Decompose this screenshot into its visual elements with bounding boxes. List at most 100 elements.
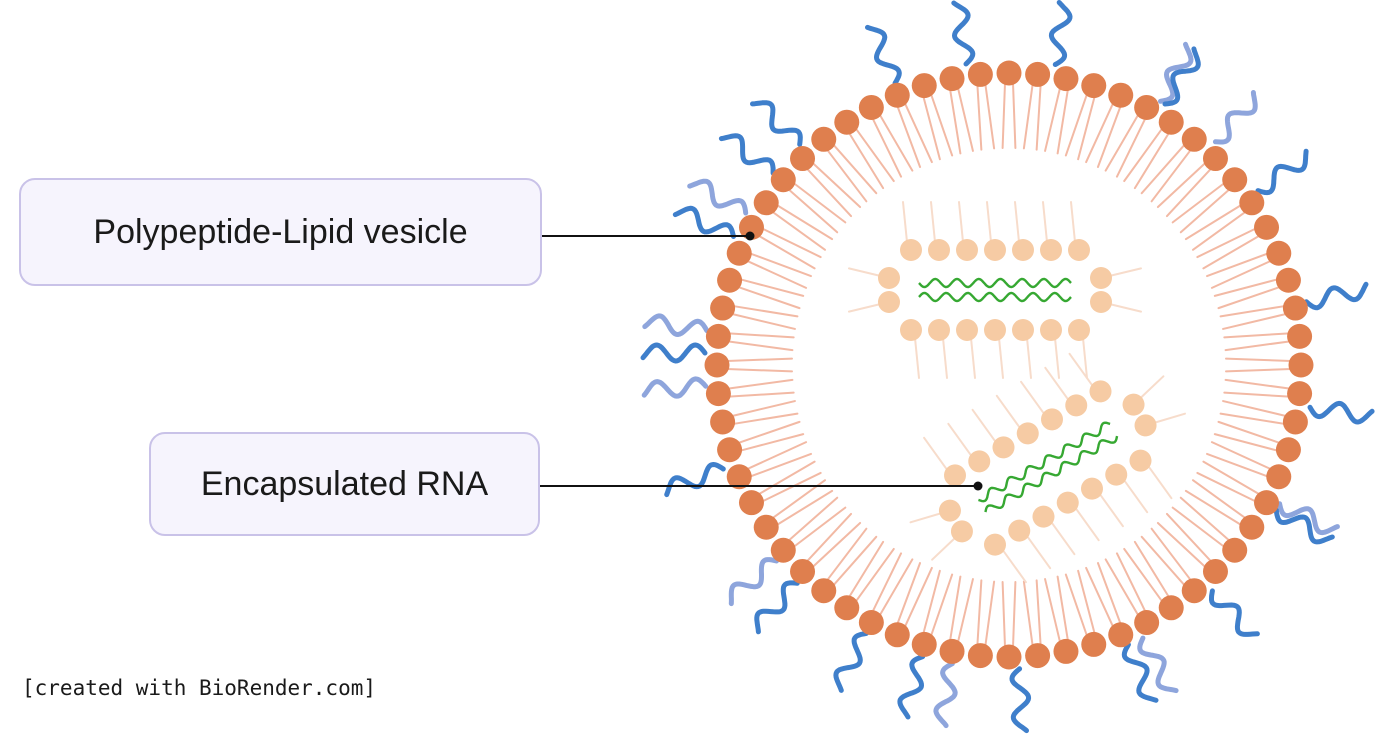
lipid-head xyxy=(790,558,816,584)
lipid-head xyxy=(1275,437,1301,463)
polypeptide-chain xyxy=(1212,90,1258,145)
lipid-head xyxy=(1288,352,1314,378)
inner-lipid-head xyxy=(1068,239,1090,261)
polypeptide-chain xyxy=(1303,281,1369,311)
polypeptide-chain xyxy=(718,133,776,176)
lipid-tail xyxy=(826,148,868,203)
lipid-head xyxy=(753,514,779,540)
lipid-head xyxy=(1108,622,1134,648)
polypeptide-chain xyxy=(865,24,902,86)
lipid-tail xyxy=(984,580,996,648)
lipid-tail xyxy=(1206,252,1270,278)
lipid-head xyxy=(790,146,816,172)
lipid-tail xyxy=(903,566,933,629)
lipid-tail xyxy=(739,433,805,452)
lipid-tail xyxy=(984,82,996,150)
polypeptide-chain xyxy=(1273,507,1335,545)
lipid-head xyxy=(1108,82,1134,108)
lipid-tail xyxy=(811,521,862,569)
lipid-tail xyxy=(1115,117,1147,178)
lipid-head xyxy=(1025,643,1051,669)
inner-lipid-head xyxy=(878,267,900,289)
lipid-head xyxy=(1275,267,1301,293)
lipid-tail xyxy=(903,101,933,164)
lipid-head xyxy=(717,437,743,463)
polypeptide-chains xyxy=(640,0,1375,734)
lipid-tail xyxy=(854,127,895,183)
inner-lipid-head xyxy=(984,319,1006,341)
lipid-tail xyxy=(1085,101,1115,164)
inner-lipid-head xyxy=(928,319,950,341)
lipid-tail xyxy=(878,113,914,172)
inner-lipid-head xyxy=(956,239,978,261)
inner-lipid-head xyxy=(1129,449,1152,472)
lipid-tail xyxy=(736,285,801,310)
lipid-head xyxy=(1254,490,1280,516)
lipid-tail xyxy=(878,558,914,617)
rna-strand xyxy=(978,421,1111,503)
lipid-tail xyxy=(1165,167,1213,218)
lipid-head xyxy=(911,631,937,657)
lipid-tail xyxy=(726,378,794,390)
lipid-tail xyxy=(1217,285,1282,310)
rna-strand xyxy=(984,435,1119,513)
lipid-tail xyxy=(1219,305,1286,318)
lipid-tail xyxy=(1179,496,1231,542)
lipid-tail xyxy=(726,340,794,352)
lipid-tail xyxy=(811,161,862,209)
lipid-head xyxy=(705,381,731,407)
lipid-head xyxy=(1202,558,1228,584)
lipid-tail xyxy=(1191,210,1247,251)
inner-lipid-head xyxy=(992,436,1015,459)
lipid-head xyxy=(1202,146,1228,172)
inner-lipid-head xyxy=(878,291,900,313)
inner-lipid-head xyxy=(1032,505,1055,528)
vesicle-label-box: Polypeptide-Lipid vesicle xyxy=(19,178,542,286)
inner-lipid-head xyxy=(900,239,922,261)
lipid-tail xyxy=(748,252,812,278)
inner-lipid-head xyxy=(1080,477,1103,500)
lipid-tail xyxy=(1202,234,1261,270)
lipid-head xyxy=(726,240,752,266)
lipid-tail xyxy=(929,573,954,638)
polypeptide-chain xyxy=(833,630,869,693)
lipid-tail xyxy=(1224,340,1292,352)
inner-lipid-head xyxy=(968,450,991,473)
lipid-head xyxy=(884,622,910,648)
lipid-head xyxy=(911,73,937,99)
lipid-tail xyxy=(727,391,795,398)
lipid-tail xyxy=(1171,506,1226,548)
lipid-tail xyxy=(1077,569,1096,635)
lipid-tail xyxy=(727,332,795,339)
lipid-tail xyxy=(1044,86,1062,152)
polypeptide-chain xyxy=(750,100,803,147)
lipid-tail xyxy=(805,512,853,563)
inner-lipid-head xyxy=(900,319,922,341)
lipid-tail xyxy=(1225,357,1292,362)
polypeptide-chain xyxy=(1121,642,1159,703)
polypeptide-chain xyxy=(664,462,726,498)
outer-lipid-tails xyxy=(726,82,1292,648)
lipid-head xyxy=(1025,61,1051,87)
outer-lipid-heads xyxy=(704,60,1314,670)
lipid-tail xyxy=(1222,400,1288,418)
credit-text: [created with BioRender.com] xyxy=(22,676,377,700)
polypeptide-chain xyxy=(1009,666,1032,734)
lipid-tail xyxy=(726,357,793,362)
polypeptide-chain xyxy=(933,661,958,729)
lipid-head xyxy=(939,638,965,664)
lipid-head xyxy=(710,409,736,435)
lipid-tail xyxy=(745,441,808,471)
lipid-tail xyxy=(1012,581,1017,648)
lipid-tail xyxy=(1064,573,1089,638)
lipid-head xyxy=(1081,73,1107,99)
lipid-tail xyxy=(730,400,796,418)
vesicle-label: Polypeptide-Lipid vesicle xyxy=(93,212,468,251)
lipid-tail xyxy=(1133,540,1170,599)
lipid-head xyxy=(1222,167,1248,193)
lipid-tail xyxy=(1044,578,1062,644)
lipid-tail xyxy=(871,552,903,613)
lipid-tail xyxy=(1056,88,1069,155)
lipid-tail xyxy=(871,117,903,178)
